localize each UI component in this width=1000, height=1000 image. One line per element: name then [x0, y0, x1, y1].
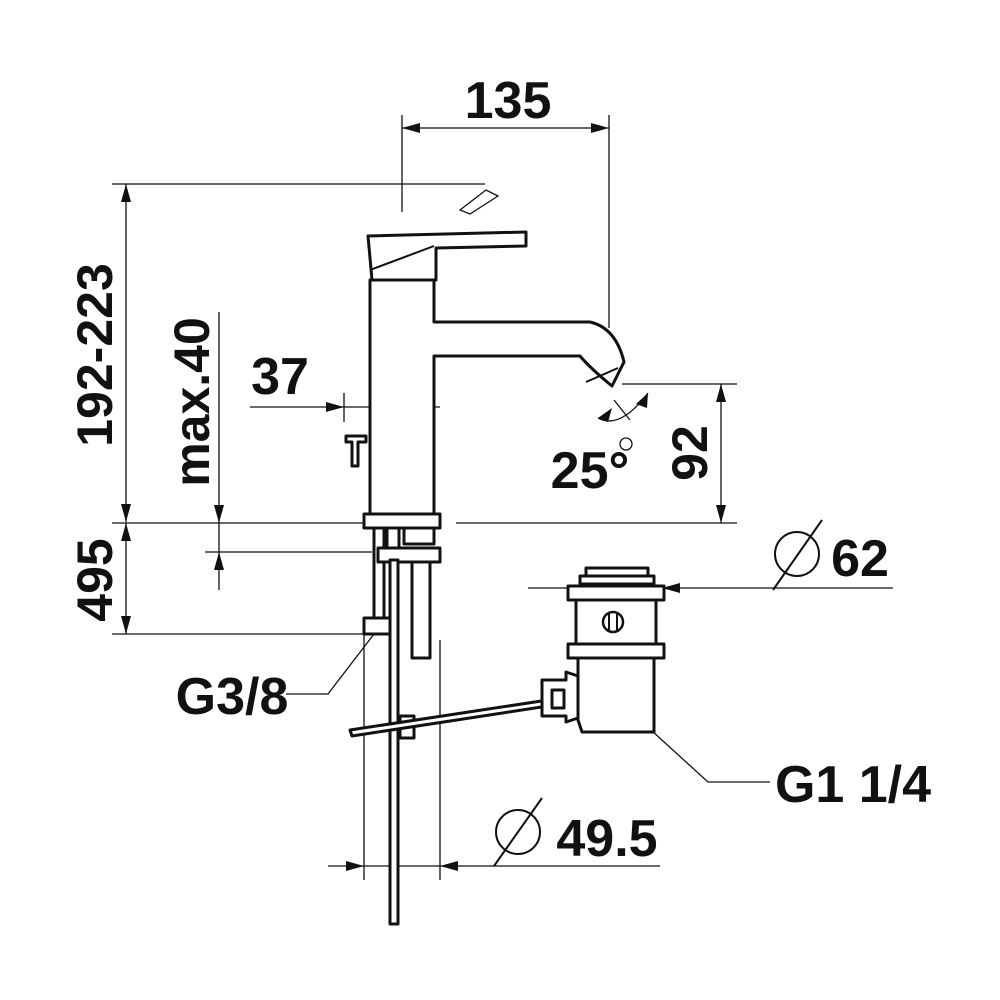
- dim-92: 92: [662, 425, 718, 481]
- dim-495: 495: [67, 538, 123, 621]
- diameter-49-5-icon: [493, 797, 543, 867]
- dim-max-40: max.40: [164, 317, 220, 487]
- dim-135: 135: [465, 72, 552, 130]
- waste-cross-hole-icon: [601, 610, 625, 634]
- dim-diameter-49-5: 49.5: [556, 810, 657, 868]
- dim-lever-angle: 25°: [551, 442, 630, 500]
- lever-tilt-indicator-icon: [458, 189, 500, 215]
- diameter-62-icon: [772, 519, 823, 591]
- faucet-body: [344, 230, 626, 530]
- label-g1-1-4: G1 1/4: [775, 756, 931, 814]
- pull-rod: [348, 698, 550, 738]
- label-g3-8: G3/8: [176, 668, 289, 726]
- angle-origin-icon: [619, 437, 633, 451]
- waste-fitting: [540, 566, 666, 734]
- labels: 135 192-223 max.40 37 25° 92 495 62 G3/8…: [67, 72, 931, 868]
- dim-37: 37: [251, 348, 309, 406]
- supply-hoses: [362, 526, 442, 926]
- dim-192-223: 192-223: [67, 263, 123, 447]
- dim-diameter-62: 62: [831, 530, 889, 588]
